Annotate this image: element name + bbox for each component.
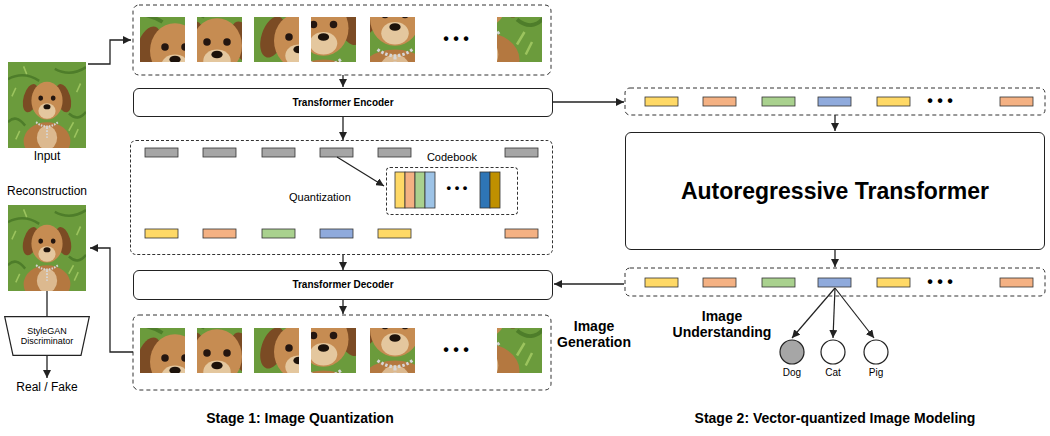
codebook-entry <box>395 172 405 208</box>
stage-caption: Stage 2: Vector-quantized Image Modeling <box>695 410 976 426</box>
node-text: Transformer Encoder <box>292 97 393 109</box>
class-label: Pig <box>856 367 896 379</box>
image-patch <box>420 0 545 87</box>
token <box>203 148 236 157</box>
codebook-entry <box>415 172 425 208</box>
connector <box>342 117 343 140</box>
task-label: Image Understanding <box>667 308 777 340</box>
class-node <box>780 340 804 364</box>
input-arrow <box>88 40 131 64</box>
token <box>762 278 795 287</box>
image-label: Reconstruction <box>7 185 87 199</box>
transformer-box: Autoregressive Transformer <box>625 132 1045 250</box>
codebook-entry <box>490 172 500 208</box>
flow-arrow <box>342 75 343 87</box>
codebook-entry <box>425 172 435 208</box>
token <box>1000 278 1033 287</box>
token <box>378 148 411 157</box>
flow-arrow <box>342 300 343 314</box>
encoder-box: Transformer Encoder <box>133 88 553 117</box>
class-circle: Dog <box>772 339 812 385</box>
token <box>1000 97 1033 106</box>
token <box>818 278 851 287</box>
class-arrow <box>792 288 835 338</box>
discriminator-trapezoid: StyleGAN Discriminator <box>4 316 90 356</box>
puppy-photo <box>261 283 386 426</box>
decoder-box: Transformer Decoder <box>133 270 553 300</box>
token <box>505 148 538 157</box>
token <box>645 278 678 287</box>
discriminator-output-arrow <box>46 356 47 378</box>
reconstruction-arrow <box>90 248 133 352</box>
flow-arrow <box>834 250 835 267</box>
discriminator-input-line <box>46 291 47 316</box>
task-label: Image Generation <box>551 318 637 350</box>
token <box>703 278 736 287</box>
class-node <box>864 340 888 364</box>
image-label: Input <box>34 150 61 164</box>
token <box>877 278 910 287</box>
image-patch <box>261 283 386 426</box>
flow-arrow <box>834 115 835 131</box>
token <box>320 229 353 238</box>
generation-arrow <box>554 283 624 284</box>
input-image <box>8 62 86 160</box>
class-node <box>821 340 845 364</box>
token <box>703 97 736 106</box>
codebook-entry <box>480 172 490 208</box>
token <box>203 229 236 238</box>
quantization-region: Quantization Codebook <box>130 140 553 255</box>
node-text: Autoregressive Transformer <box>681 178 989 204</box>
node-text: Quantization <box>289 191 351 204</box>
node-text: StyleGAN Discriminator <box>14 326 80 347</box>
stage-caption: Stage 1: Image Quantization <box>206 410 393 426</box>
puppy-photo <box>420 0 545 87</box>
token <box>262 229 295 238</box>
token <box>145 148 178 157</box>
token <box>762 97 795 106</box>
token <box>818 97 851 106</box>
flow-arrow <box>553 101 624 102</box>
circle-outline <box>856 339 896 385</box>
class-arrow <box>833 288 835 338</box>
token <box>262 148 295 157</box>
quantization-arrow <box>337 157 384 186</box>
token <box>877 97 910 106</box>
token <box>320 148 353 157</box>
token <box>145 229 178 238</box>
ellipsis: • • • <box>443 341 469 359</box>
puppy-photo <box>8 62 86 160</box>
trapezoid-shape <box>5 317 90 356</box>
class-label: Dog <box>772 367 812 379</box>
codebook-entry <box>405 172 415 208</box>
ellipsis: • • • <box>927 92 953 110</box>
node-text: Codebook <box>387 151 517 164</box>
class-label: Cat <box>813 367 853 379</box>
reconstruction-image <box>8 205 86 303</box>
class-circle: Cat <box>813 339 853 385</box>
output-label: Real / Fake <box>16 381 77 395</box>
puppy-photo <box>8 205 86 303</box>
connector <box>342 255 343 270</box>
class-arrow <box>835 288 874 338</box>
ellipsis: • • • <box>927 273 953 291</box>
ellipsis: • • • <box>447 181 468 196</box>
token <box>378 229 411 238</box>
node-text: Transformer Decoder <box>292 279 393 291</box>
class-circle: Pig <box>856 339 896 385</box>
circle-outline <box>772 339 812 385</box>
token <box>505 229 538 238</box>
circle-outline <box>813 339 853 385</box>
token <box>645 97 678 106</box>
token-group <box>625 88 1045 115</box>
ellipsis: • • • <box>443 30 469 48</box>
